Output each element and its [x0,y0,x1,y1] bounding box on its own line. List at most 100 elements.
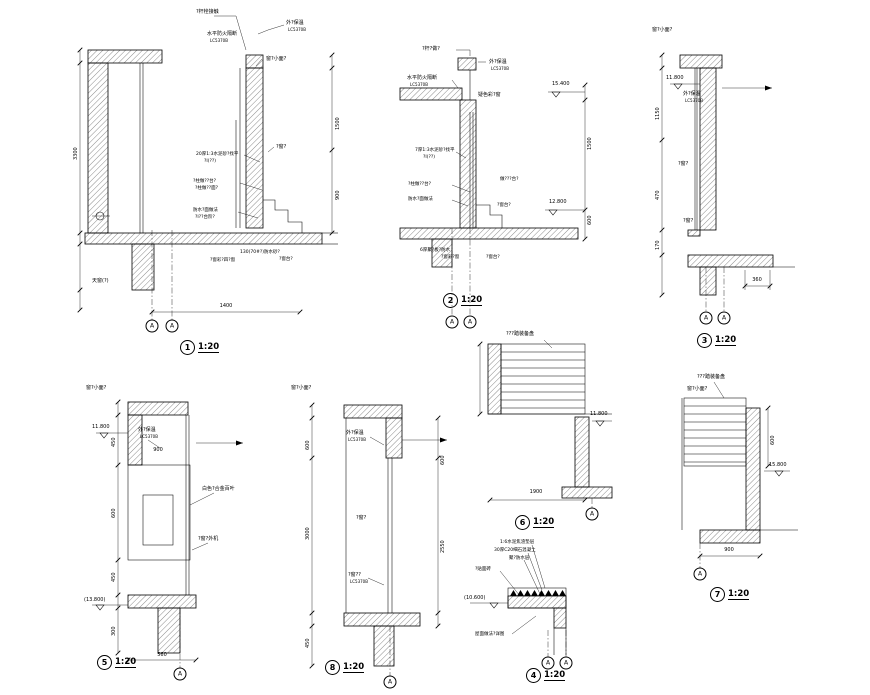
annotation-text: 600 [111,508,117,518]
axis-grid-bubble: A [699,311,713,325]
annotation-text: 11.800 [666,75,684,81]
annotation-text: 600 [587,215,593,225]
annotation-text: 水平防火隔断 [407,75,438,81]
annotation-text: ?杆栓接触 [196,9,219,15]
detail-number-bubble: 1 [180,340,195,355]
annotation-text: ?柱做??面? [195,186,219,191]
detail-number-bubble: 7 [710,587,725,602]
axis-grid-bubble: A [717,311,731,325]
annotation-text: 外?保温 [346,430,364,436]
detail-scale: 1:20 [728,588,750,601]
annotation-text: 外?保温 [286,20,304,26]
annotation-text: 900 [335,190,341,200]
annotation-text: 外?保温 [683,91,701,97]
annotation-text: 15.800 [769,462,787,468]
annotation-text: 600 [305,440,311,450]
axis-grid-bubble: A [383,675,397,689]
annotation-text: 15.400 [552,81,570,87]
annotation-text: 130(70#?)防水砂? [240,250,280,255]
annotation-text: LC5370B [685,98,703,103]
axis-grid-bubble: A [463,315,477,329]
detail-7-section [681,381,798,568]
annotation-text: ?Ⅰ(??) [423,155,436,160]
axis-grid-bubble: A [165,319,179,333]
detail-scale: 1:20 [343,661,365,674]
detail-scale: 1:20 [544,669,566,682]
annotation-text: ?柱做??台? [193,179,217,184]
annotation-text: 1900 [529,489,543,495]
annotation-text: ?窗彩?窗 [441,255,460,260]
annotation-text: 470 [655,190,661,200]
annotation-text: 窗?小面? [652,27,673,33]
axis-grid-bubble: A [693,567,707,581]
axis-grid-bubble: A [541,656,555,670]
annotation-text: 防水?面做法 [193,208,218,213]
annotation-text: 7厚1:3水泥砂?找平 [415,148,455,153]
annotation-text: 屋面做法?详图 [475,632,505,637]
detail-number-bubble: 5 [97,655,112,670]
axis-grid-bubble: A [445,315,459,329]
annotation-text: 450 [111,572,117,582]
detail-8-section [311,404,439,676]
annotation-text: ???踏装备盘 [697,374,725,380]
detail-label-3: 3 1:20 [697,333,737,348]
annotation-text: 360 [752,277,762,283]
detail-label-8: 8 1:20 [325,660,365,675]
detail-number-bubble: 4 [526,668,541,683]
annotation-text: 12.800 [549,199,567,205]
annotation-text: 3000 [305,527,311,540]
detail-number-bubble: 2 [443,293,458,308]
annotation-text: 600 [440,455,446,465]
annotation-text: ?窗台? [497,203,511,208]
annotation-text: ?杆?做? [422,46,440,52]
annotation-text: (13.800) [84,597,106,603]
annotation-text: 窗?小面? [86,385,107,391]
annotation-text: LC5370B [410,82,428,87]
annotation-text: 防水?面做法 [408,197,433,202]
annotation-text: ?窗?外机 [198,536,219,542]
annotation-text: 3300 [73,147,79,160]
annotation-text: LC5370B [350,579,368,584]
annotation-text: 水平防火隔断 [207,31,238,37]
axis-grid-bubble: A [559,656,573,670]
annotation-text: ?贴面砖 [475,567,491,572]
detail-label-4: 4 1:20 [526,668,566,683]
annotation-text: 窗?小面? [266,56,287,62]
detail-scale: 1:20 [115,656,137,669]
annotation-text: ???踏装备盘 [506,331,534,337]
annotation-text: ?窗? [683,218,694,224]
detail-1-section [79,15,338,320]
annotation-text: 20厚1:3水泥砂?找平 [196,152,239,157]
annotation-text: LC5370B [140,434,158,439]
detail-2-section [399,49,586,316]
annotation-text: 600 [770,435,776,445]
detail-4-section [470,544,567,657]
annotation-text: 900 [724,547,734,553]
annotation-text: 900 [153,447,163,453]
axis-grid-bubble: A [173,667,187,681]
annotation-text: 2550 [440,540,446,553]
detail-number-bubble: 3 [697,333,712,348]
detail-5-section [92,401,215,668]
detail-scale: 1:20 [715,334,737,347]
detail-label-6: 6 1:20 [515,515,555,530]
annotation-text: ?窗?? [348,572,361,578]
annotation-text: ?窗? [276,144,287,150]
annotation-text: 560 [157,652,167,658]
detail-label-2: 2 1:20 [443,293,483,308]
annotation-text: 11.800 [590,411,608,417]
detail-scale: 1:20 [461,294,483,307]
annotation-text: 聚?防水层 [509,556,530,561]
detail-scale: 1:20 [533,516,555,529]
annotation-text: 6厚聚?板?防水 [420,248,451,253]
annotation-text: 300 [111,626,117,636]
annotation-text: 窗?小面? [291,385,312,391]
annotation-text: ?窗彩?四?窗 [210,258,236,263]
annotation-text: 1500 [335,117,341,130]
detail-label-5: 5 1:20 [97,655,137,670]
annotation-text: (10.600) [464,595,486,601]
annotation-text: 450 [111,437,117,447]
detail-label-7: 7 1:20 [710,587,750,602]
